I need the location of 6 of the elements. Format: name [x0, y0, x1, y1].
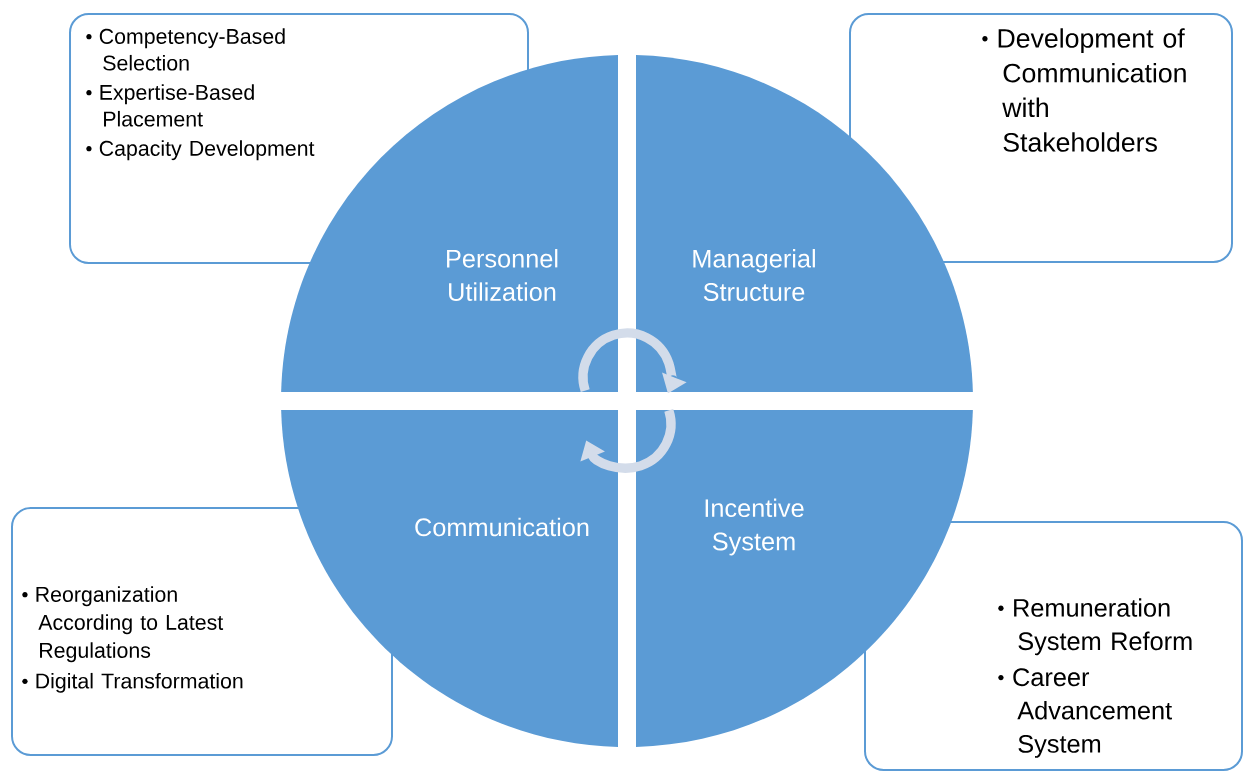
- text-box: Remuneration System Reform Career Advancement System: [864, 521, 1243, 771]
- quadrant-segment: Communication: [281, 410, 618, 747]
- quadrant-segment: Managerial Structure: [636, 55, 973, 392]
- quadrant-segment: Incentive System: [636, 410, 973, 747]
- text-box: Reorganization According to Latest Regulations Digital Transformation: [11, 507, 393, 756]
- text-box: Development of Communication with Stakeholders: [849, 13, 1233, 263]
